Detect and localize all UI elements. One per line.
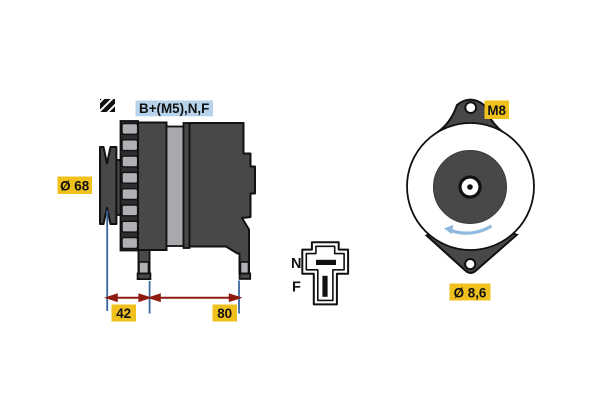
svg-text:Ø 68: Ø 68 — [60, 178, 90, 193]
svg-text:F: F — [292, 280, 301, 296]
svg-text:N: N — [291, 256, 301, 272]
svg-text:42: 42 — [116, 306, 131, 321]
svg-text:B+(M5),N,F: B+(M5),N,F — [139, 101, 209, 116]
svg-text:Ø 8,6: Ø 8,6 — [454, 285, 487, 300]
svg-text:80: 80 — [217, 306, 232, 321]
svg-text:M8: M8 — [487, 103, 506, 118]
